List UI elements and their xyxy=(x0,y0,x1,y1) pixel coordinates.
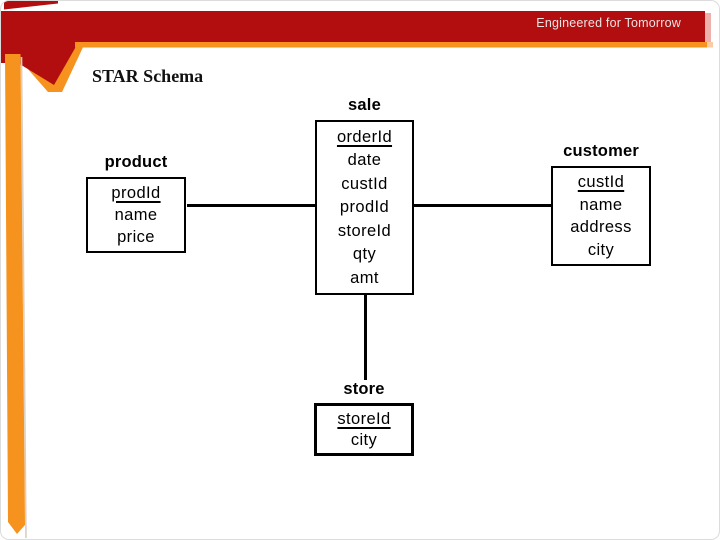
ribbon-top-sliver xyxy=(4,1,58,10)
field-storeid-pk: storeId xyxy=(337,409,391,428)
field-orderid-pk: orderId xyxy=(336,127,393,146)
table-title-product: product xyxy=(104,153,168,171)
field-prodid-pk: prodId xyxy=(111,183,161,202)
ribbon-red-fold xyxy=(1,43,78,85)
connector-sale-customer xyxy=(414,204,551,207)
field-city: city xyxy=(350,430,378,449)
field-price: price xyxy=(117,227,155,246)
page-title: STAR Schema xyxy=(92,66,204,86)
field-amt: amt xyxy=(350,268,379,287)
field-prodid: prodId xyxy=(339,198,390,217)
connector-sale-store xyxy=(364,295,367,380)
table-title-store: store xyxy=(343,380,385,398)
field-date: date xyxy=(347,151,382,170)
banner-orange-underline xyxy=(75,42,707,48)
table-product: prodId name price xyxy=(86,177,186,253)
field-address: address xyxy=(570,218,632,236)
header-tagline: Engineered for Tomorrow xyxy=(536,16,681,30)
connector-sale-product xyxy=(187,204,315,207)
left-stripe-shadow xyxy=(20,56,27,539)
field-name: name xyxy=(579,195,623,214)
table-customer: custId name address city xyxy=(551,166,651,266)
table-sale: orderId date custId prodId storeId qty a… xyxy=(315,120,414,295)
field-city: city xyxy=(587,240,615,259)
field-qty: qty xyxy=(352,245,377,264)
field-custid-pk: custId xyxy=(577,173,625,191)
ribbon-orange-chevron xyxy=(5,43,85,92)
table-title-customer: customer xyxy=(563,142,639,160)
field-name: name xyxy=(114,205,158,224)
table-store: storeId city xyxy=(314,403,414,456)
banner-underline-tail xyxy=(707,42,713,48)
left-orange-stripe xyxy=(5,54,25,534)
field-storeid: storeId xyxy=(337,221,392,240)
field-custid: custId xyxy=(341,174,388,193)
banner-end-cap xyxy=(705,13,711,43)
table-title-sale: sale xyxy=(348,96,381,114)
